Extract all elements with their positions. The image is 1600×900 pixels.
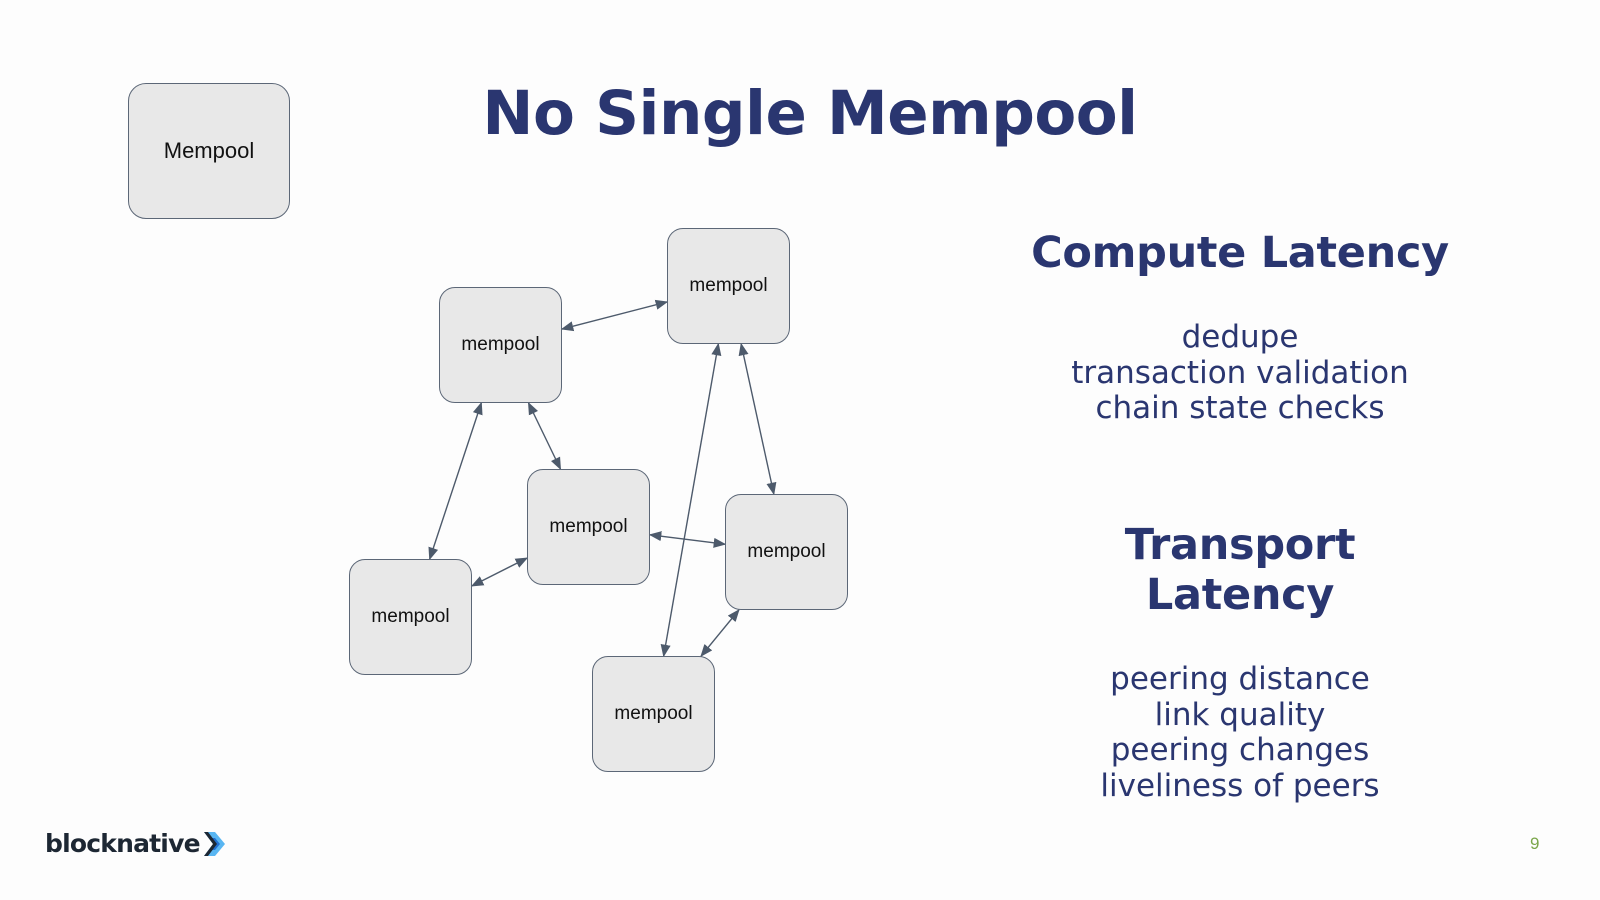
compute-latency-heading: Compute Latency bbox=[1031, 228, 1449, 278]
transport-latency-item: peering distance bbox=[1110, 661, 1370, 697]
mempool-node: mempool bbox=[592, 656, 715, 772]
connection-arrow bbox=[428, 401, 483, 561]
transport-latency-list: peering distance link quality peering ch… bbox=[1030, 661, 1450, 804]
transport-latency-heading: Transport Latency bbox=[1124, 520, 1356, 620]
compute-latency-item: chain state checks bbox=[1095, 390, 1385, 426]
connection-arrow bbox=[660, 342, 722, 658]
mempool-node-label: mempool bbox=[614, 703, 693, 724]
connection-arrow bbox=[738, 342, 777, 496]
legend-mempool-box: Mempool bbox=[128, 83, 290, 219]
mempool-node: mempool bbox=[527, 469, 650, 585]
mempool-node-label: mempool bbox=[747, 541, 826, 562]
mempool-node-label: mempool bbox=[461, 334, 540, 355]
mempool-node: mempool bbox=[349, 559, 472, 675]
transport-latency-item: peering changes bbox=[1110, 732, 1370, 768]
compute-latency-item: transaction validation bbox=[1071, 354, 1409, 391]
transport-latency-item: liveliness of peers bbox=[1100, 767, 1380, 804]
compute-latency-panel: Compute Latency dedupe transaction valid… bbox=[1030, 228, 1450, 427]
mempool-node: mempool bbox=[667, 228, 790, 344]
connection-arrow bbox=[648, 531, 727, 548]
mempool-node: mempool bbox=[439, 287, 562, 403]
legend-mempool-label: Mempool bbox=[163, 138, 255, 163]
connection-arrow bbox=[527, 401, 562, 471]
mempool-node: mempool bbox=[725, 494, 848, 610]
transport-latency-panel: Transport Latency peering distance link … bbox=[1030, 520, 1450, 804]
compute-latency-item: dedupe bbox=[1181, 319, 1299, 355]
mempool-node-label: mempool bbox=[549, 516, 628, 537]
compute-latency-list: dedupe transaction validation chain stat… bbox=[1030, 319, 1450, 427]
page-title: No Single Mempool bbox=[482, 78, 1138, 149]
transport-latency-item: link quality bbox=[1154, 696, 1326, 733]
mempool-node-label: mempool bbox=[371, 606, 450, 627]
blocknative-chevron-icon bbox=[203, 831, 225, 856]
page-number: 9 bbox=[1530, 834, 1540, 853]
connection-arrow bbox=[700, 609, 740, 657]
brand-logo: blocknative bbox=[45, 829, 226, 858]
connection-arrow bbox=[560, 299, 669, 332]
connection-arrow bbox=[470, 557, 529, 587]
brand-name: blocknative bbox=[45, 829, 201, 858]
mempool-node-label: mempool bbox=[689, 275, 768, 296]
